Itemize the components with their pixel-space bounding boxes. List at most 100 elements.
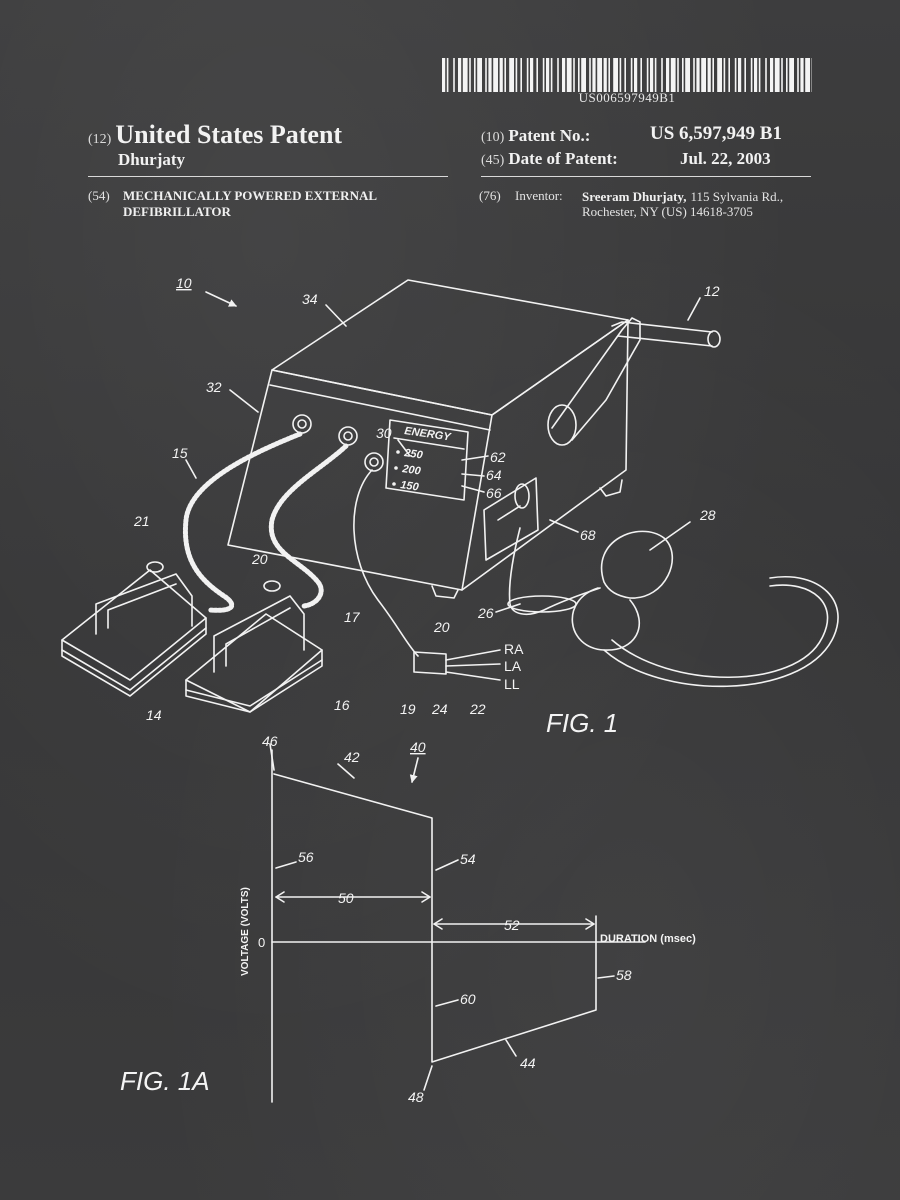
barcode-bar [442,58,446,92]
barcode-bar [613,58,618,92]
inventor-label: Inventor: [515,188,563,203]
barcode-bar [488,58,492,92]
ref-64: 64 [486,467,502,483]
barcode-bar [469,58,471,92]
barcode-bar [789,58,794,92]
barcode-bar [744,58,746,92]
barcode-bar [634,58,638,92]
barcode-bar [800,58,804,92]
x-axis-label: DURATION (msec) [600,933,696,945]
patent-number-label: Patent No.: [508,126,591,145]
barcode-bar [750,58,753,92]
barcode-bar [520,58,522,92]
crank-handle [551,317,641,441]
barcode-bar [581,58,586,92]
barcode-bar [608,58,610,92]
lead-box [413,651,447,675]
ref-50: 50 [338,890,354,906]
ref-30: 30 [376,425,392,441]
barcode-bar [712,58,714,92]
inventor-code: (76) [479,188,501,203]
barcode-bar [701,58,706,92]
lead-label-ra: RA [504,641,524,657]
ref-62: 62 [490,449,506,465]
barcode-bar [515,58,518,92]
inventor-name: Sreeram Dhurjaty, [582,189,687,204]
barcode-bar [770,58,774,92]
ref-60: 60 [460,991,476,1007]
barcode-bar [499,58,503,92]
header-rule-right [481,176,811,177]
barcode-bar [696,58,700,92]
kind-code: (12) [88,132,112,147]
ref-48: 48 [408,1089,424,1105]
barcode-bar [477,58,482,92]
barcode-bar [654,58,657,92]
title-line-2: DEFIBRILLATOR [123,204,231,219]
headphones [571,530,839,688]
barcode-bar [573,58,575,92]
barcode-bar [765,58,767,92]
y-axis-label: VOLTAGE (VOLTS) [240,887,251,976]
barcode-bar [707,58,711,92]
energy-dot-250 [396,450,400,454]
ref-58: 58 [616,967,632,983]
inventor-surname: Dhurjaty [118,150,186,169]
lead-label-ll: LL [504,676,520,692]
ref-24: 24 [431,701,448,717]
barcode-bar [786,58,788,92]
barcode-bar [485,58,487,92]
barcode-bar [589,58,591,92]
barcode-bar [504,58,506,92]
barcode-bar [728,58,730,92]
fig1a-caption: FIG. 1A [120,1066,210,1096]
inventor-line-1: Sreeram Dhurjaty, 115 Sylvania Rd., [582,188,783,206]
barcode-bar [661,58,663,92]
barcode-bar [542,58,545,92]
date-label: Date of Patent: [508,149,618,168]
barcode-bar [624,58,626,92]
barcode-bar [682,58,684,92]
ref-34: 34 [302,291,318,307]
barcode-bar [774,58,780,92]
barcode-bar [462,58,468,92]
date-value: Jul. 22, 2003 [680,149,771,168]
barcode-bar [578,58,580,92]
barcode-bar [597,58,602,92]
ref-15: 15 [172,445,188,461]
ref-52: 52 [504,917,520,933]
energy-level-200: 200 [401,463,423,478]
waveform-diagram [269,743,646,1103]
ref-17: 17 [344,609,361,625]
energy-panel [385,419,469,501]
barcode-bar [738,58,742,92]
ref-22: 22 [469,701,486,717]
barcode-bar [677,58,679,92]
title-code: (54) [88,188,110,203]
barcode-bar [536,58,538,92]
energy-level-150: 150 [400,479,421,494]
paddle-right [185,580,323,713]
ref-10: 10 [176,275,192,291]
barcode-bar [603,58,607,92]
ref-56: 56 [298,849,314,865]
lead-label-la: LA [504,658,522,674]
barcode-bar [640,58,642,92]
ref-21: 21 [133,513,150,529]
energy-dot-200 [394,466,398,470]
barcode-bar [717,58,722,92]
barcode-bar [526,58,529,92]
barcode-bar [797,58,799,92]
barcode-bar [734,58,737,92]
barcode-bar [670,58,676,92]
barcode-bar [566,58,572,92]
defibrillator-unit [182,279,721,681]
title-line-1: MECHANICALLY POWERED EXTERNAL [123,188,378,203]
ref-54: 54 [460,851,476,867]
ref-32: 32 [206,379,222,395]
patent-number-value: US 6,597,949 B1 [650,123,782,144]
ref-68: 68 [580,527,596,543]
barcode-bar [509,58,514,92]
